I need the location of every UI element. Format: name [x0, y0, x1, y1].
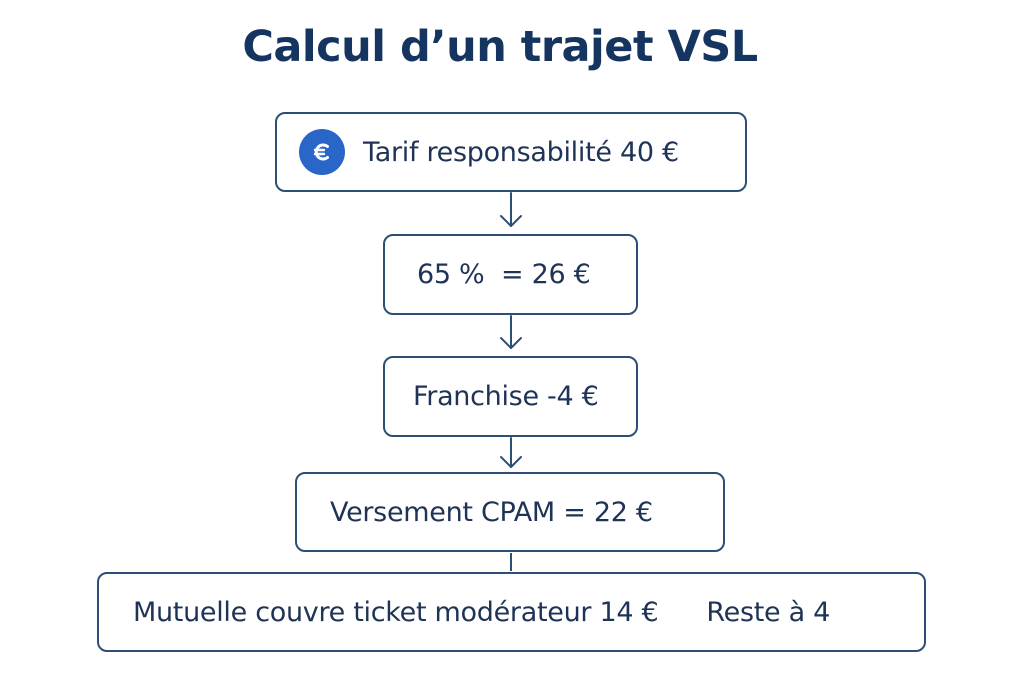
step-tarif-box: Tarif responsabilité 40 € [275, 112, 747, 192]
step-mutuelle-box: Mutuelle couvre ticket modérateur 14 € R… [97, 572, 926, 652]
step-tarif-text: Tarif responsabilité 40 € [363, 136, 679, 168]
step-mutuelle-text: Mutuelle couvre ticket modérateur 14 € [133, 596, 659, 628]
euro-icon [299, 129, 345, 175]
step-percentage-text: 65 % = 26 € [417, 259, 591, 290]
step-franchise-box: Franchise -4 € [383, 356, 638, 437]
step-franchise-text: Franchise -4 € [413, 381, 599, 412]
arrow-3-to-4 [500, 437, 522, 468]
arrow-2-to-3 [500, 315, 522, 349]
step-cpam-box: Versement CPAM = 22 € [295, 472, 725, 552]
diagram-title: Calcul d’un trajet VSL [242, 22, 758, 72]
arrow-1-to-2 [500, 192, 522, 227]
step-cpam-text: Versement CPAM = 22 € [330, 496, 653, 528]
step-reste-text: Reste à 4 [706, 596, 831, 628]
step-percentage-box: 65 % = 26 € [383, 234, 638, 315]
